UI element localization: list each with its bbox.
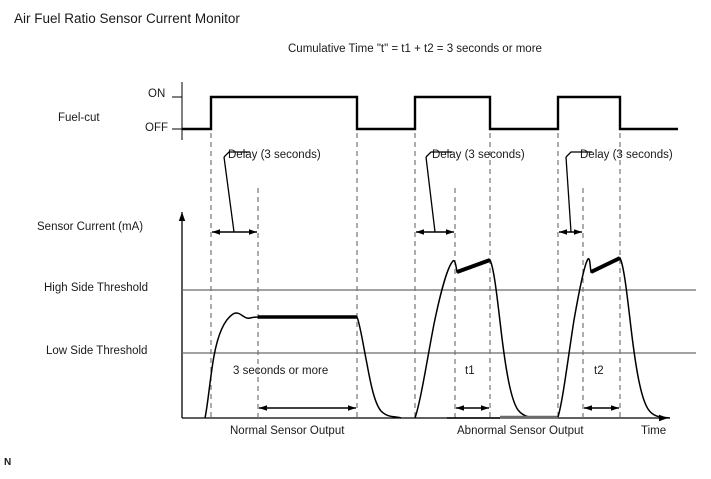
fuel-cut-waveform bbox=[182, 95, 678, 131]
vertical-guides bbox=[210, 133, 621, 418]
delay-leader-1 bbox=[223, 151, 250, 158]
normal-output-curve bbox=[204, 312, 402, 419]
delay-annotation-3: Delay (3 seconds) bbox=[580, 149, 673, 161]
sensor-current-chart bbox=[178, 212, 696, 422]
delay-annotation-2: Delay (3 seconds) bbox=[432, 149, 525, 161]
page-title: Air Fuel Ratio Sensor Current Monitor bbox=[14, 11, 240, 26]
normal-duration-annotation: 3 seconds or more bbox=[233, 365, 329, 377]
abnormal-output-curve-1 bbox=[414, 259, 548, 419]
delay-leader-2-stem bbox=[425, 156, 436, 233]
low-side-threshold-label: Low Side Threshold bbox=[46, 345, 148, 357]
abnormal-output-curve-2 bbox=[557, 257, 671, 419]
delay-leader-3-stem bbox=[565, 156, 572, 233]
fuel-cut-row-label: Fuel-cut bbox=[58, 112, 100, 124]
corner-mark: N bbox=[4, 457, 12, 468]
delay-leader-2 bbox=[425, 151, 452, 158]
t1-annotation: t1 bbox=[465, 365, 475, 377]
y-axis-label: Sensor Current (mA) bbox=[37, 221, 144, 233]
normal-sensor-output-waveform bbox=[204, 312, 402, 419]
x-axis-label: Time bbox=[641, 425, 667, 437]
delay-leader-3 bbox=[565, 151, 592, 158]
normal-sensor-output-label: Normal Sensor Output bbox=[230, 425, 345, 437]
cumulative-time-note: Cumulative Time "t" = t1 + t2 = 3 second… bbox=[288, 43, 542, 55]
abnormal-sensor-output-waveform bbox=[414, 256, 671, 419]
fuel-cut-chart bbox=[172, 82, 678, 140]
delay-leader-1-stem bbox=[223, 156, 235, 233]
delay-annotation-1: Delay (3 seconds) bbox=[228, 149, 321, 161]
t2-annotation: t2 bbox=[594, 365, 604, 377]
abnormal-sensor-output-label: Abnormal Sensor Output bbox=[457, 425, 584, 437]
abnormal-peak-2-emphasis bbox=[590, 256, 621, 274]
abnormal-peak-1-emphasis bbox=[456, 258, 491, 274]
fuel-cut-off-label: OFF bbox=[145, 122, 168, 134]
high-side-threshold-label: High Side Threshold bbox=[44, 282, 148, 294]
fuel-cut-on-label: ON bbox=[148, 88, 166, 100]
delay-leaders bbox=[223, 151, 592, 233]
